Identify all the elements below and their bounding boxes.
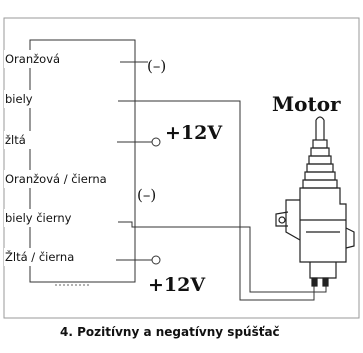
- terminal-negative-1: (–): [147, 57, 166, 75]
- control-module-box: [29, 39, 136, 283]
- terminal-plus-12v-1: +12V: [165, 122, 223, 144]
- terminal-node-2: [151, 255, 161, 265]
- wire-label-yellow-black: Žltá / čierna: [5, 249, 74, 264]
- terminal-node-1: [151, 137, 161, 147]
- terminal-negative-2: (–): [137, 186, 156, 204]
- terminal-plus-12v-2: +12V: [148, 274, 206, 296]
- wire-label-orange-black: Oranžová / čierna: [5, 172, 107, 186]
- door-lock-actuator: [275, 116, 355, 287]
- wire-label-white: biely: [5, 92, 33, 106]
- wire-label-yellow: žltá: [5, 133, 26, 147]
- diagram-caption: 4. Pozitívny a negatívny spúšťač: [60, 325, 280, 339]
- wire-label-white-black: biely čierny: [5, 211, 72, 225]
- wire-white-to-motor: [118, 100, 315, 301]
- wire-white-black-to-motor: [118, 221, 327, 293]
- motor-label: Motor: [272, 92, 341, 116]
- outer-frame: [3, 17, 360, 319]
- wire-label-orange: Oranžová: [5, 52, 60, 66]
